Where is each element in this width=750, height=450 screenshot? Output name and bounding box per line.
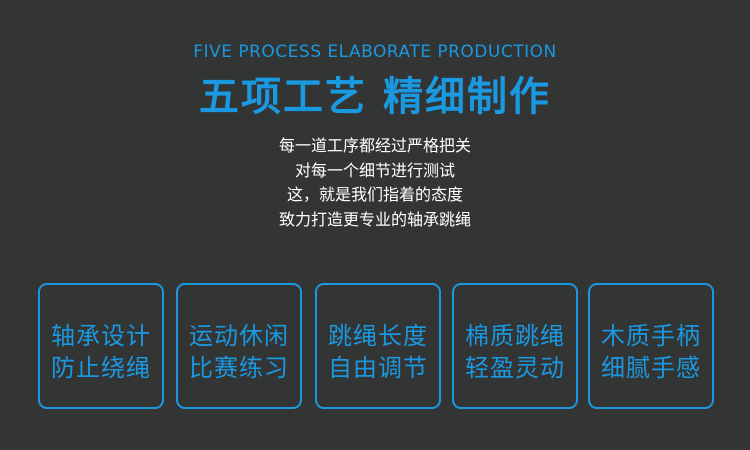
feature-card-line: 轴承设计 (51, 322, 151, 350)
feature-cards: 轴承设计 防止绕绳 运动休闲 比赛练习 跳绳长度 自由调节 棉质跳绳 轻盈灵动 … (0, 283, 750, 409)
feature-card-line: 棉质跳绳 (465, 322, 565, 350)
feature-card-line: 运动休闲 (189, 322, 289, 350)
feature-card-line: 跳绳长度 (328, 322, 428, 350)
description-line: 对每一个细节进行测试 (294, 160, 455, 180)
feature-card-cotton-rope: 棉质跳绳 轻盈灵动 (452, 283, 578, 409)
feature-card-line: 防止绕绳 (51, 354, 151, 382)
feature-card-bearing-design: 轴承设计 防止绕绳 (38, 283, 164, 409)
feature-card-rope-length: 跳绳长度 自由调节 (315, 283, 441, 409)
feature-card-line: 细腻手感 (601, 354, 701, 382)
description-line: 每一道工序都经过严格把关 (278, 136, 471, 155)
feature-card-line: 轻盈灵动 (465, 354, 565, 382)
description-line: 致力打造更专业的轴承跳绳 (278, 209, 471, 229)
feature-card-wooden-handle: 木质手柄 细腻手感 (588, 283, 714, 409)
feature-card-line: 自由调节 (328, 354, 428, 382)
description-block: 每一道工序都经过严格把关 对每一个细节进行测试 这，就是我们指着的态度 致力打造… (0, 134, 750, 232)
page-title: 五项工艺 精细制作 (199, 74, 551, 120)
subtitle-english: FIVE PROCESS ELABORATE PRODUCTION (193, 42, 557, 62)
description-line: 这，就是我们指着的态度 (286, 185, 463, 204)
feature-card-line: 木质手柄 (601, 322, 701, 350)
feature-card-line: 比赛练习 (189, 354, 289, 382)
feature-card-sports-leisure: 运动休闲 比赛练习 (176, 283, 302, 409)
